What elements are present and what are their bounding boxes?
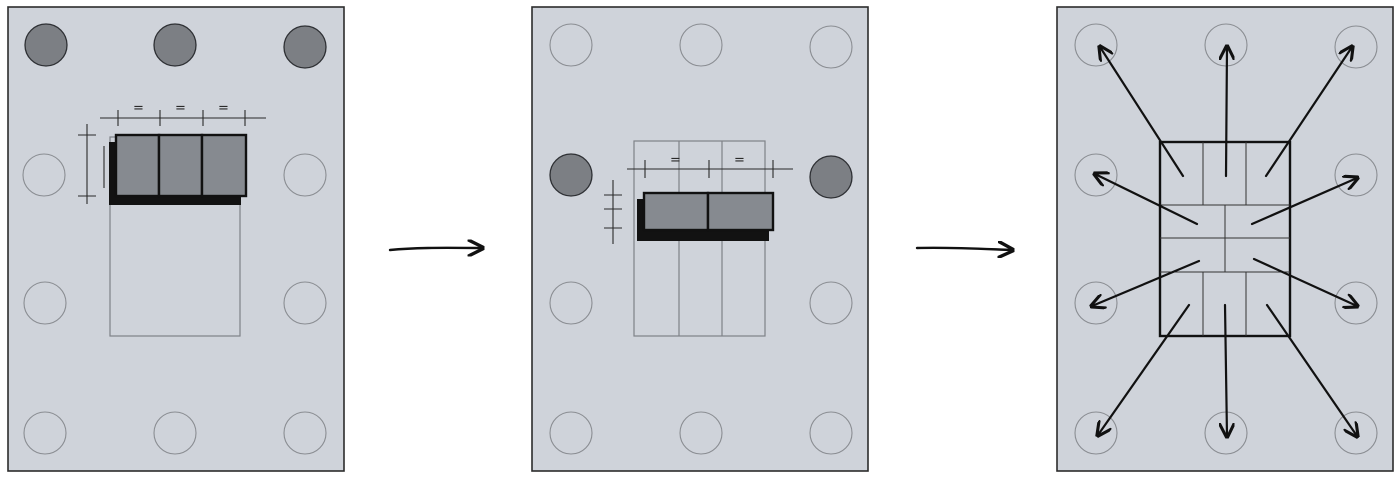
- ray-arrow: [1100, 47, 1185, 178]
- pin-empty: [549, 281, 593, 325]
- panel-step-1: = = =: [7, 6, 345, 472]
- tile: [706, 191, 775, 232]
- equal-mark: =: [133, 101, 144, 116]
- pin-empty: [1334, 25, 1378, 69]
- pin-empty: [22, 153, 66, 197]
- tile: [157, 133, 204, 198]
- pin-empty: [679, 23, 723, 67]
- pin-filled: [809, 155, 853, 199]
- ray-arrow: [1226, 47, 1227, 178]
- radiating-arrows: [1092, 47, 1357, 436]
- dimension-marks-top: = = =: [100, 101, 266, 126]
- panel-step-3: [1056, 6, 1394, 472]
- ray-arrow: [1225, 303, 1227, 436]
- equal-mark: =: [670, 153, 681, 168]
- pin-empty: [549, 411, 593, 455]
- pin-empty: [1334, 153, 1378, 197]
- pins-panel-1: [22, 23, 327, 455]
- tile-row-2: [637, 191, 775, 241]
- tile-row-3: [109, 133, 248, 205]
- equal-mark: =: [175, 101, 186, 116]
- pin-empty: [1074, 23, 1118, 67]
- next-step-arrow: [915, 248, 1012, 250]
- pin-empty: [549, 23, 593, 67]
- pin-empty: [1074, 411, 1118, 455]
- pins-panel-3: [1074, 23, 1378, 455]
- pin-filled: [283, 25, 327, 69]
- pin-empty: [809, 281, 853, 325]
- ray-arrow: [1265, 303, 1357, 436]
- pin-empty: [153, 411, 197, 455]
- ray-arrow: [1250, 178, 1357, 226]
- ray-arrow: [1264, 47, 1352, 178]
- pin-empty: [1334, 281, 1378, 325]
- ray-arrow: [1098, 303, 1191, 435]
- pins-panel-2: [549, 23, 853, 455]
- pin-empty: [283, 153, 327, 197]
- equal-mark: =: [218, 101, 229, 116]
- ray-arrow: [1252, 257, 1357, 306]
- pin-empty: [283, 411, 327, 455]
- dimension-marks-top: = =: [627, 153, 793, 178]
- pin-empty: [679, 411, 723, 455]
- pin-empty: [1334, 411, 1378, 455]
- tile: [642, 191, 710, 232]
- dimension-marks-left: [604, 180, 622, 244]
- pin-filled: [24, 23, 68, 67]
- panel-step-2: = =: [531, 6, 869, 472]
- equal-mark: =: [734, 153, 745, 168]
- pin-empty: [23, 281, 67, 325]
- pin-empty: [1074, 281, 1118, 325]
- ray-arrow: [1092, 259, 1201, 306]
- pin-empty: [809, 411, 853, 455]
- next-step-arrow: [388, 248, 482, 250]
- pin-empty: [23, 411, 67, 455]
- pin-filled: [153, 23, 197, 67]
- panel-1-background: [7, 6, 345, 472]
- pin-filled: [549, 153, 593, 197]
- pin-empty: [809, 25, 853, 69]
- tile: [114, 133, 161, 198]
- pin-empty: [1074, 153, 1118, 197]
- pin-empty: [283, 281, 327, 325]
- tile: [200, 133, 248, 198]
- ray-arrow: [1095, 174, 1199, 226]
- dimension-marks-left: [78, 124, 105, 204]
